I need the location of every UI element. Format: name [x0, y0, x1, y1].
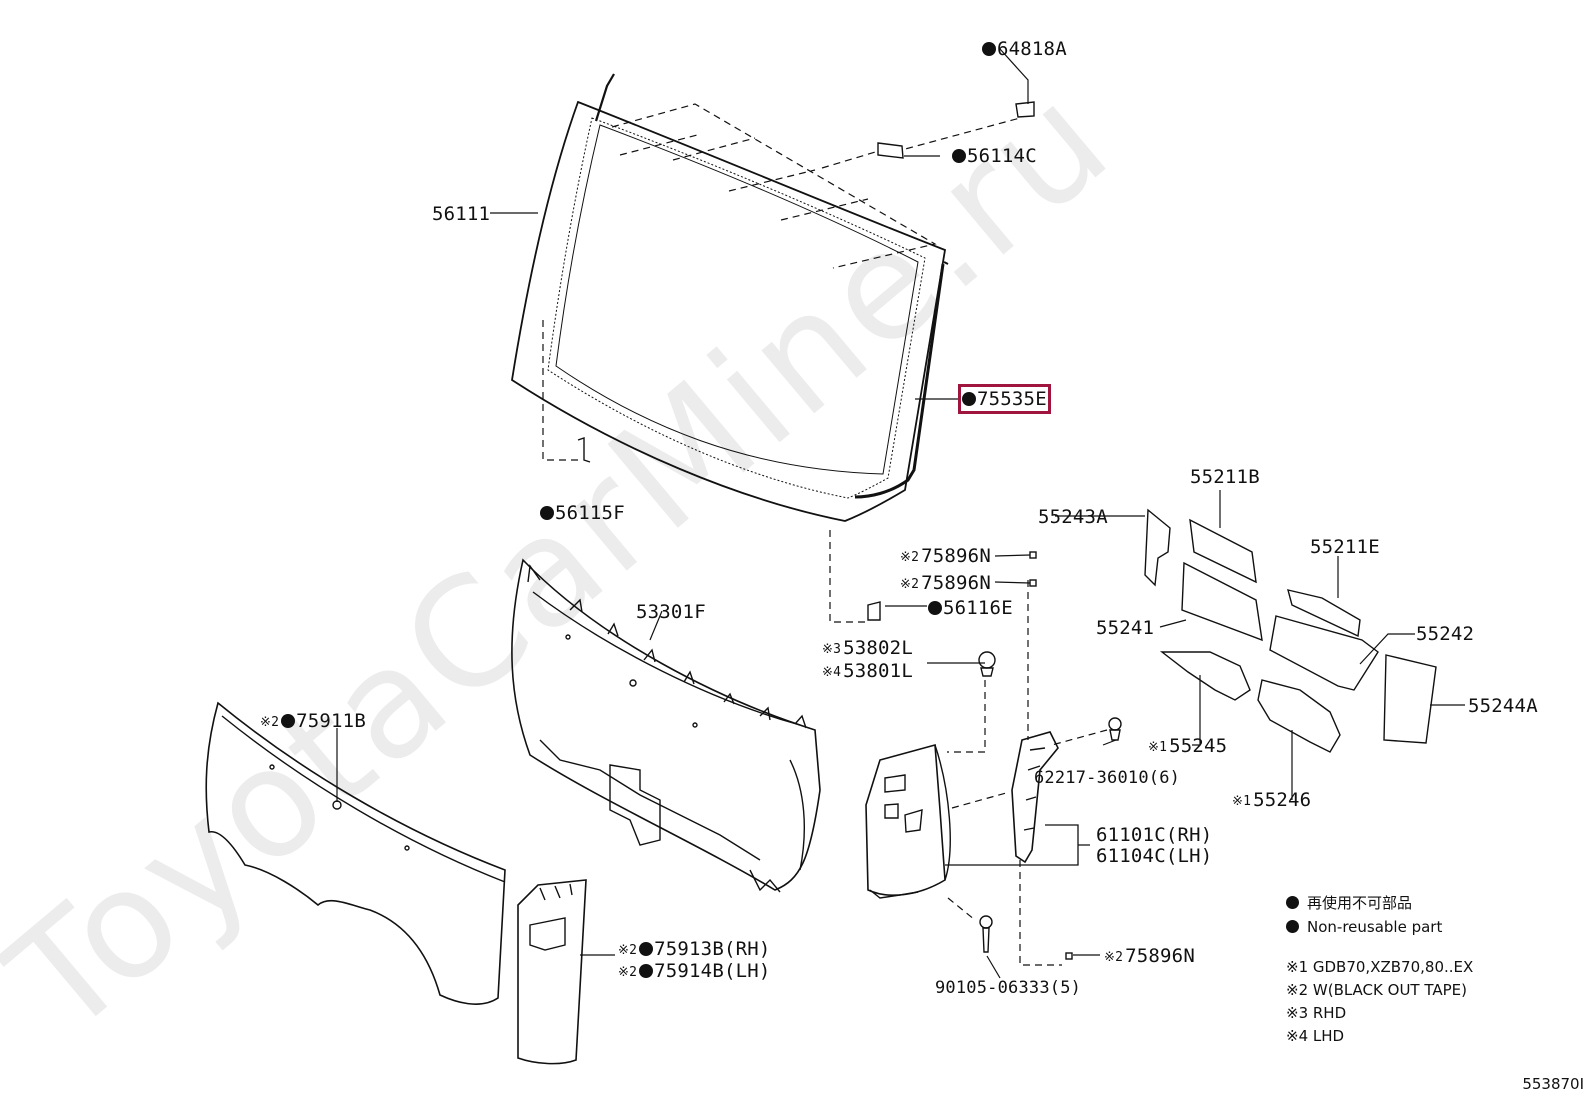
insulator-55246 — [1257, 679, 1341, 753]
cowl-panel[interactable] — [511, 558, 821, 893]
callout-bracket-61101C — [945, 824, 1090, 866]
windshield-glass[interactable] — [511, 100, 947, 522]
insulator-55241 — [1181, 561, 1263, 642]
tape-75896N-c[interactable] — [1065, 952, 1073, 960]
non-reusable-dot-icon — [952, 149, 966, 163]
label-75535E[interactable]: 75535E — [958, 384, 1051, 414]
non-reusable-dot-icon — [1286, 896, 1299, 909]
label-55211B[interactable]: 55211B — [1190, 466, 1260, 488]
non-reusable-dot-icon — [982, 42, 996, 56]
legend-en: Non-reusable part — [1286, 916, 1442, 938]
projection-lines — [542, 103, 1108, 966]
insulator-55211B — [1189, 518, 1257, 584]
non-reusable-dot-icon — [281, 714, 296, 728]
highlighted-part: 75535E — [958, 384, 1051, 414]
label-55244A[interactable]: 55244A — [1468, 695, 1538, 717]
clip-56114C[interactable] — [877, 142, 904, 159]
label-61101C[interactable]: 61101C(RH) — [1096, 824, 1213, 846]
outer-cowl-panel[interactable] — [205, 701, 506, 1005]
label-56115F[interactable]: 56115F — [540, 502, 625, 524]
front-pillar-outer[interactable] — [865, 743, 951, 899]
label-62217-36010[interactable]: 62217-36010(6) — [1034, 768, 1181, 788]
non-reusable-dot-icon — [639, 964, 654, 978]
label-55241[interactable]: 55241 — [1096, 617, 1155, 639]
bolt-53802L[interactable] — [978, 651, 996, 677]
legend-jp: 再使用不可部品 — [1286, 892, 1412, 914]
label-90105-06333[interactable]: 90105-06333(5) — [935, 978, 1082, 998]
label-55211E[interactable]: 55211E — [1310, 536, 1380, 558]
legend-note-3: ※3 RHD — [1286, 1004, 1347, 1022]
leader-lines — [336, 48, 1465, 979]
non-reusable-dot-icon — [1286, 920, 1299, 933]
label-53301F[interactable]: 53301F — [636, 601, 706, 623]
clip-56115F[interactable] — [577, 437, 591, 463]
clip-62217[interactable] — [1108, 717, 1122, 741]
clip-64818A[interactable] — [1015, 101, 1035, 118]
label-55242[interactable]: 55242 — [1416, 623, 1475, 645]
antenna-strip — [594, 73, 615, 122]
pillar-garnish-75913B[interactable] — [517, 879, 587, 1065]
front-pillar-inner[interactable] — [1011, 731, 1059, 864]
clip-56116E[interactable] — [867, 601, 881, 621]
non-reusable-dot-icon — [540, 506, 554, 520]
tape-75896N-b[interactable] — [1029, 579, 1037, 587]
legend-note-2: ※2 W(BLACK OUT TAPE) — [1286, 981, 1467, 999]
label-64818A[interactable]: 64818A — [982, 38, 1067, 60]
label-61104C[interactable]: 61104C(LH) — [1096, 845, 1213, 867]
label-55243A[interactable]: 55243A — [1038, 506, 1108, 528]
tape-75896N-a[interactable] — [1029, 551, 1037, 559]
label-56116E[interactable]: 56116E — [928, 597, 1013, 619]
insulator-55211E — [1287, 589, 1361, 638]
legend-note-1: ※1 GDB70,XZB70,80..EX — [1286, 958, 1474, 976]
side-insulators[interactable] — [1144, 508, 1437, 753]
label-56111[interactable]: 56111 — [432, 203, 491, 225]
non-reusable-dot-icon — [962, 392, 976, 406]
bolt-90105[interactable] — [979, 915, 993, 953]
insulator-55245 — [1159, 651, 1251, 701]
diagram-code: 553870I — [1522, 1075, 1584, 1093]
insulator-55244A — [1383, 654, 1437, 744]
legend-note-4: ※4 LHD — [1286, 1027, 1345, 1045]
label-56114C[interactable]: 56114C — [952, 145, 1037, 167]
non-reusable-dot-icon — [639, 942, 654, 956]
windshield-dam-strip[interactable] — [854, 263, 945, 499]
insulator-55243A — [1144, 508, 1171, 587]
insulator-55242 — [1269, 615, 1379, 691]
non-reusable-dot-icon — [928, 601, 942, 615]
